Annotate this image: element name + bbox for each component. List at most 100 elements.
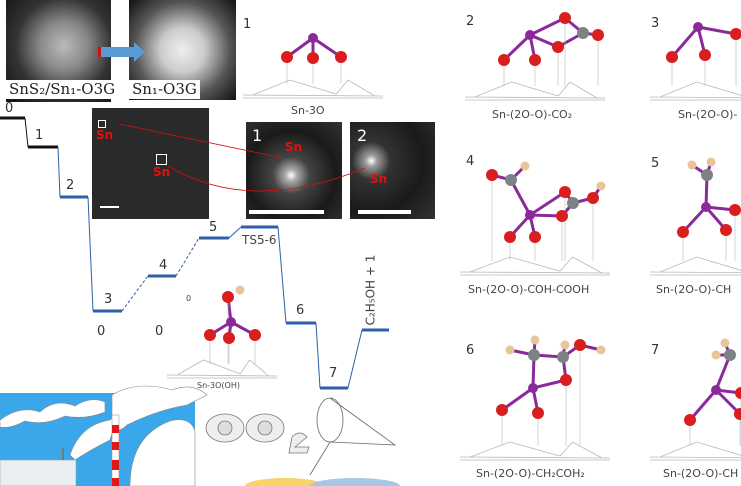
- energy-diagram: [0, 116, 389, 390]
- O-atom: [684, 414, 696, 426]
- H-atom: [596, 181, 606, 191]
- marker-box-1: [98, 120, 106, 128]
- inset-image-2: [350, 122, 435, 219]
- O-atom: [532, 407, 544, 419]
- O-atom: [559, 186, 571, 198]
- structure-name-oh: Sn-3O(OH): [197, 381, 240, 390]
- H-atom: [505, 345, 515, 355]
- inset-number-2: 2: [357, 126, 368, 145]
- structure-name-3: Sn-(2O-O)-: [678, 108, 738, 121]
- structure-name-5: Sn-(2O-O)-CH: [656, 283, 732, 296]
- energy-connector-6: [228, 226, 242, 239]
- inset-image-1: [246, 122, 342, 219]
- graphene-support: [649, 256, 741, 276]
- graphene-support: [459, 256, 611, 276]
- energy-connector-4: [121, 275, 149, 312]
- O-atom: [529, 54, 541, 66]
- graphene-support: [464, 81, 606, 101]
- energy-connector-1: [24, 117, 29, 148]
- C-atom: [724, 349, 736, 361]
- O-atom: [552, 41, 564, 53]
- H-atom: [711, 350, 721, 360]
- structure-7: [649, 338, 741, 461]
- O-atom: [249, 329, 261, 341]
- energy-connector-5: [175, 237, 200, 277]
- H-atom: [596, 345, 606, 355]
- energy-connector-9: [347, 329, 363, 389]
- energy-connector-2: [57, 146, 61, 198]
- structure-name-2: Sn-(2O-O)-CO₂: [492, 108, 573, 121]
- structure-sn-3o-oh: [166, 285, 278, 379]
- co2-capture-illustration: [205, 397, 400, 486]
- structure-number-6: 6: [466, 343, 475, 358]
- structure-2: [464, 12, 606, 101]
- O-atom: [735, 387, 741, 399]
- extra-zero-2: 0: [155, 324, 164, 339]
- structure-sn-3o: [242, 33, 384, 99]
- C-atom: [577, 27, 589, 39]
- C-atom: [505, 174, 517, 186]
- C-atom: [557, 351, 569, 363]
- Sn-atom: [525, 210, 535, 220]
- O-atom: [677, 226, 689, 238]
- C-atom: [567, 197, 579, 209]
- structure-5: [649, 157, 741, 276]
- O-atom: [498, 54, 510, 66]
- factory-illustration: [0, 385, 208, 486]
- O-atom: [720, 224, 732, 236]
- O-atom: [587, 192, 599, 204]
- level-label-6: 6: [296, 303, 305, 318]
- caption-after: Sn₁-O3G: [129, 80, 200, 99]
- O-atom: [281, 51, 293, 63]
- structure-name-6: Sn-(2O-O)-CH₂COH₂: [476, 467, 585, 480]
- H-atom: [560, 340, 570, 350]
- inset-scale-bar-2: [358, 210, 411, 214]
- O-atom: [559, 12, 571, 24]
- structure-4: [459, 161, 611, 276]
- H-atom: [687, 160, 697, 170]
- C-atom: [701, 169, 713, 181]
- graphene-support: [649, 441, 741, 461]
- structure-number-7: 7: [651, 343, 660, 358]
- O-atom: [699, 49, 711, 61]
- energy-connector-8: [315, 322, 321, 389]
- level-label-final: C₂H₅OH + 1: [363, 254, 378, 326]
- H-atom: [706, 157, 716, 167]
- level-label-7: 7: [329, 366, 338, 381]
- graphene-support: [459, 441, 611, 461]
- extra-zero-3: 0: [186, 294, 192, 303]
- O-atom: [574, 339, 586, 351]
- arrow-icon: [98, 47, 137, 57]
- O-atom: [592, 29, 604, 41]
- inset-number-1: 1: [252, 126, 263, 145]
- level-label-5: 5: [209, 220, 218, 235]
- graphene-support: [649, 81, 741, 101]
- level-label-ts56: TS5-6: [242, 233, 277, 247]
- O-atom: [204, 329, 216, 341]
- Sn-atom: [528, 383, 538, 393]
- structure-number-4: 4: [466, 154, 475, 169]
- O-atom: [307, 52, 319, 64]
- O-atom: [730, 28, 741, 40]
- caption-before: SnS₂/Sn₁-O3G: [6, 80, 119, 99]
- zoom-lines: [118, 123, 366, 192]
- structure-number-3: 3: [651, 16, 660, 31]
- inset-sn-label-1: Sn: [285, 140, 303, 154]
- O-atom: [560, 374, 572, 386]
- level-label-2: 2: [66, 178, 75, 193]
- structure-name-7: Sn-(2O-O)-CH: [663, 467, 739, 480]
- Sn-atom: [701, 202, 711, 212]
- Sn-atom: [693, 22, 703, 32]
- level-label-4: 4: [159, 258, 168, 273]
- O-atom: [666, 51, 678, 63]
- O-atom: [504, 231, 516, 243]
- Sn-atom: [525, 30, 535, 40]
- Sn-atom: [308, 33, 318, 43]
- sn-label-1: Sn: [96, 128, 114, 142]
- structure-name-1: Sn-3O: [291, 104, 325, 117]
- graphene-support: [242, 79, 384, 99]
- O-atom: [223, 332, 235, 344]
- H-atom: [520, 161, 530, 171]
- energy-connector-7: [277, 226, 287, 324]
